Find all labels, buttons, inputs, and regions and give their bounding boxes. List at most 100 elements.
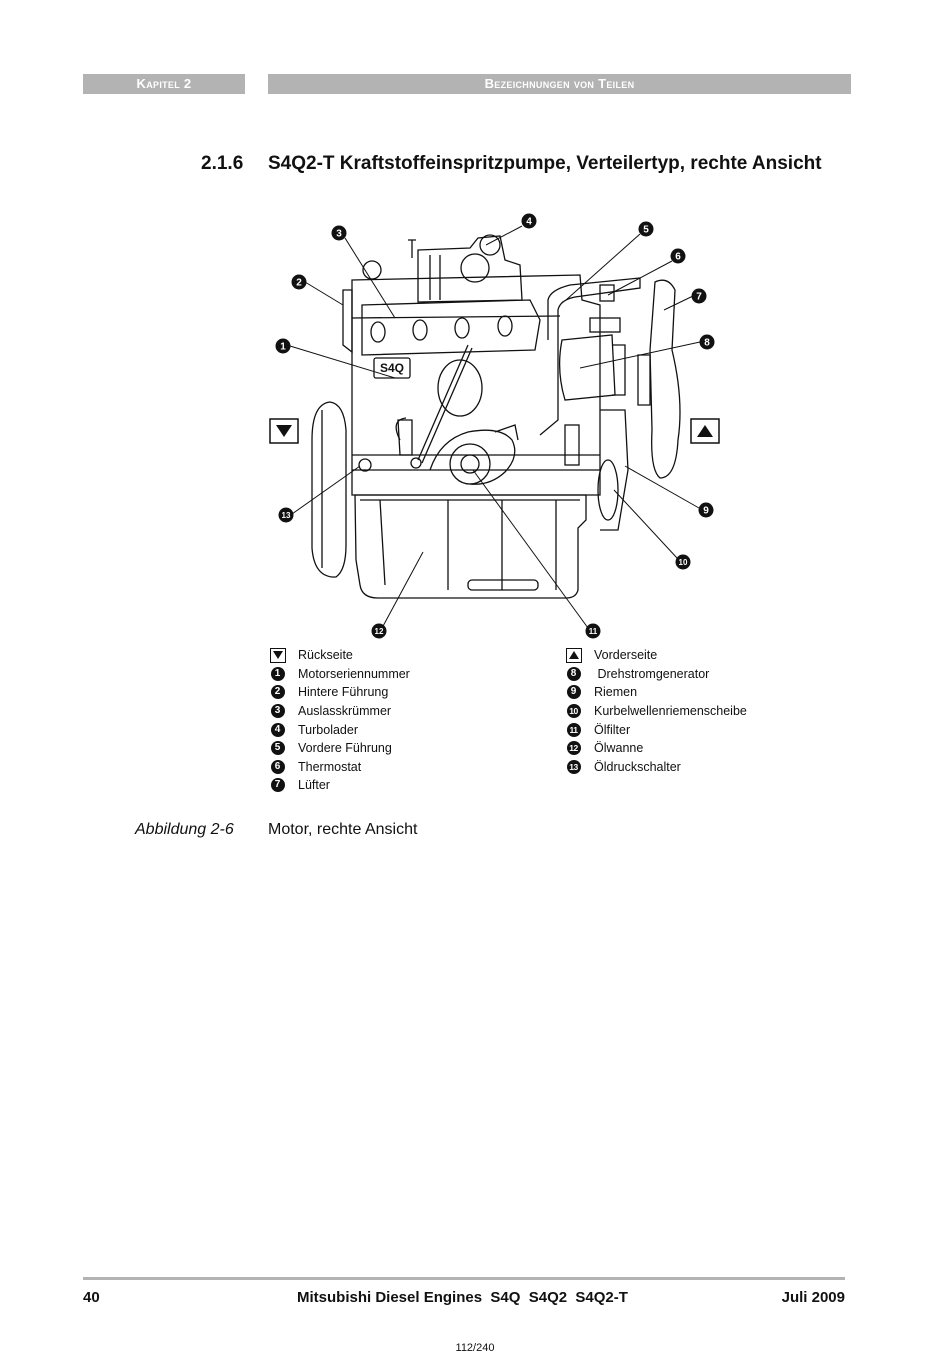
legend-item-6: 6 Thermostat (268, 758, 410, 777)
legend-label: Ölwanne (594, 741, 644, 756)
callout-7: 7 (691, 288, 707, 304)
legend-item-rear: Rückseite (268, 646, 410, 665)
number-badge: 10 (566, 704, 581, 719)
legend-item-7: 7 Lüfter (268, 776, 410, 795)
legend-label: Drehstromgenerator (594, 666, 710, 681)
number-badge: 11 (566, 722, 581, 737)
svg-text:9: 9 (703, 506, 709, 517)
svg-text:10: 10 (679, 558, 688, 567)
svg-text:6: 6 (675, 252, 681, 263)
front-side-marker (690, 418, 720, 444)
turbocharger (417, 235, 523, 303)
engine-block (351, 274, 601, 496)
section-header: Bezeichnungen von Teilen (268, 74, 851, 94)
legend-item-11: 11 Ölfilter (564, 720, 747, 739)
legend-label: Turbolader (298, 722, 358, 737)
figure-caption-label: Abbildung 2-6 (135, 821, 234, 838)
number-badge: 4 (270, 722, 285, 737)
callout-4: 4 (521, 213, 537, 229)
callout-11: 11 (585, 623, 601, 639)
svg-text:5: 5 (643, 225, 649, 236)
svg-text:2: 2 (296, 278, 302, 289)
footer-divider (83, 1277, 845, 1280)
oil-pan (354, 494, 587, 599)
svg-text:1: 1 (280, 342, 286, 353)
callouts: 1 2 3 4 5 6 7 8 9 10 11 12 13 (275, 213, 715, 639)
legend-label: Hintere Führung (298, 685, 389, 700)
svg-text:11: 11 (589, 627, 598, 636)
legend-left-column: Rückseite 1 Motorseriennummer 2 Hintere … (268, 646, 410, 795)
engine-right-view-diagram: S4Q 1 2 3 4 5 6 7 8 9 10 11 12 (269, 213, 720, 639)
callout-10: 10 (675, 554, 691, 570)
number-badge: 13 (566, 759, 581, 774)
legend-item-5: 5 Vordere Führung (268, 739, 410, 758)
legend-label: Thermostat (298, 759, 362, 774)
number-badge: 2 (270, 685, 285, 700)
number-badge: 8 (566, 666, 581, 681)
legend-item-front: Vorderseite (564, 646, 747, 665)
legend-item-3: 3 Auslasskrümmer (268, 702, 410, 721)
legend-label: Ölfilter (594, 722, 631, 737)
legend-item-1: 1 Motorseriennummer (268, 665, 410, 684)
legend-item-10: 10 Kurbelwellenriemenscheibe (564, 702, 747, 721)
pdf-page-indicator: 112/240 (455, 1342, 495, 1354)
svg-text:3: 3 (336, 229, 342, 240)
number-badge: 7 (270, 778, 285, 793)
serial-plate (373, 357, 411, 379)
section-title: S4Q2-T Kraftstoffeinspritzpumpe, Verteil… (268, 153, 822, 174)
callout-2: 2 (291, 274, 307, 290)
svg-text:7: 7 (696, 292, 702, 303)
callout-8: 8 (699, 334, 715, 350)
legend-item-9: 9 Riemen (564, 683, 747, 702)
alternator (558, 334, 616, 401)
legend-item-8: 8 Drehstromgenerator (564, 665, 747, 684)
footer-date: Juli 2009 (781, 1289, 845, 1306)
callout-3: 3 (331, 225, 347, 241)
callout-5: 5 (638, 221, 654, 237)
legend-label: Vorderseite (594, 648, 658, 663)
svg-text:4: 4 (526, 217, 532, 228)
footer-page-number: 40 (83, 1289, 100, 1306)
legend-item-4: 4 Turbolader (268, 720, 410, 739)
front-guide-pipe (539, 277, 641, 436)
number-badge: 9 (566, 685, 581, 700)
section-number: 2.1.6 (201, 153, 244, 174)
legend-label: Kurbelwellenriemenscheibe (594, 704, 747, 719)
legend-label: Riemen (594, 685, 638, 700)
rear-side-marker (269, 418, 299, 444)
legend-item-13: 13 Öldruckschalter (564, 758, 747, 777)
callout-6: 6 (670, 248, 686, 264)
svg-text:13: 13 (282, 511, 291, 520)
legend-label: Vordere Führung (298, 741, 392, 756)
svg-text:8: 8 (704, 338, 710, 349)
callout-9: 9 (698, 502, 714, 518)
footer-title: Mitsubishi Diesel Engines S4Q S4Q2 S4Q2-… (297, 1289, 628, 1306)
fan (649, 279, 681, 479)
legend-item-2: 2 Hintere Führung (268, 683, 410, 702)
legend-label: Motorseriennummer (298, 666, 410, 681)
number-badge: 12 (566, 741, 581, 756)
legend-label: Auslasskrümmer (298, 704, 392, 719)
legend-label: Öldruckschalter (594, 759, 681, 774)
serial-plate-text: S4Q (380, 361, 404, 375)
legend-label: Lüfter (298, 778, 330, 793)
chapter-header: Kapitel 2 (83, 74, 245, 94)
svg-text:12: 12 (375, 627, 384, 636)
callout-13: 13 (278, 507, 294, 523)
belt (600, 409, 629, 531)
triangle-up-icon (565, 647, 582, 663)
callout-12: 12 (371, 623, 387, 639)
legend-right-column: Vorderseite 8 Drehstromgenerator 9 Rieme… (564, 646, 747, 776)
legend-item-12: 12 Ölwanne (564, 739, 747, 758)
rear-guide (342, 289, 353, 354)
figure-caption-text: Motor, rechte Ansicht (268, 821, 418, 838)
oil-filter (449, 443, 491, 485)
triangle-down-icon (269, 647, 286, 663)
number-badge: 5 (270, 741, 285, 756)
flywheel-housing (311, 401, 347, 578)
number-badge: 3 (270, 704, 285, 719)
number-badge: 6 (270, 759, 285, 774)
legend-label: Rückseite (298, 648, 353, 663)
number-badge: 1 (270, 666, 285, 681)
callout-1: 1 (275, 338, 291, 354)
